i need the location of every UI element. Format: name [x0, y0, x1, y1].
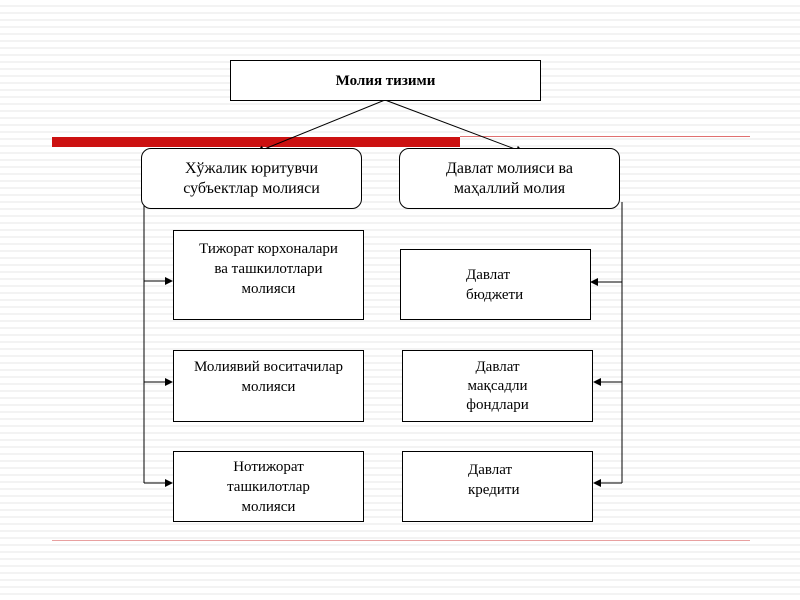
- child-box-nonprofit-organizations: Нотижорат ташкилотлар молияси: [173, 451, 364, 522]
- child-box-state-target-funds: Давлат мақсадли фондлари: [402, 350, 593, 422]
- accent-line: [460, 136, 750, 137]
- root-to-right-arrow: [384, 99, 524, 154]
- child-box-financial-intermediaries: Молиявий воситачилар молияси: [173, 350, 364, 422]
- child-box-commercial-enterprises: Тижорат корхоналари ва ташкилотлари моли…: [173, 230, 364, 320]
- child-box-state-budget: Давлат бюджети: [400, 249, 591, 320]
- branch-box-business-finance: Хўжалик юритувчи субъектлар молияси: [141, 148, 362, 209]
- footer-line: [52, 540, 750, 541]
- root-box: Молия тизими: [230, 60, 541, 101]
- accent-bar: [52, 137, 460, 147]
- branch-box-state-local-finance: Давлат молияси ва маҳаллий молия: [399, 148, 620, 209]
- child-box-state-credit: Давлат кредити: [402, 451, 593, 522]
- root-to-left-arrow: [256, 99, 386, 154]
